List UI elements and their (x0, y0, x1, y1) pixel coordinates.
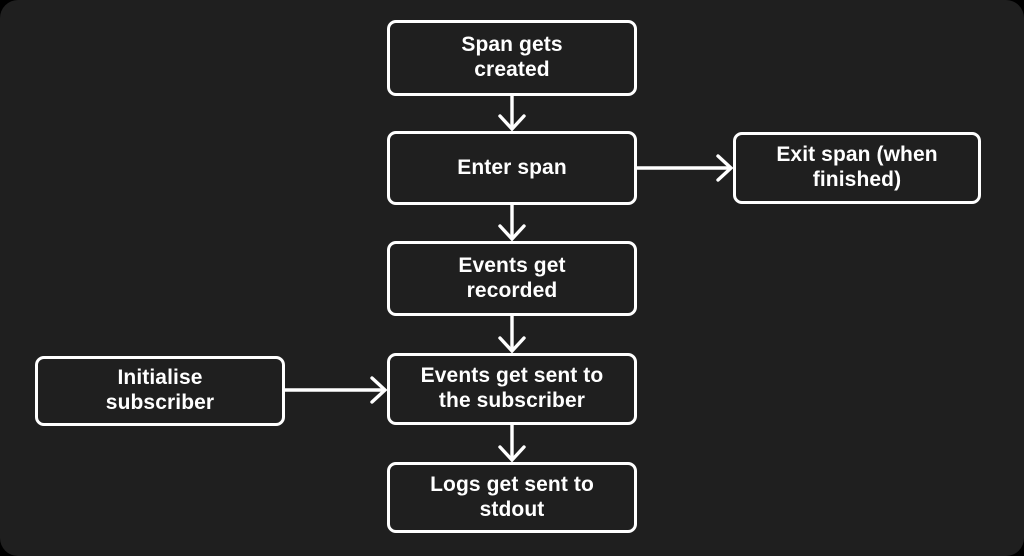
node-label-enter-span: Enter span (457, 155, 567, 179)
edge-span-created-to-enter-span (498, 96, 526, 132)
edge-events-sent-to-logs-stdout (498, 425, 526, 463)
edge-enter-span-to-events-recorded (498, 205, 526, 242)
node-label-events-get-sent-to-the-subscriber: Events get sent to the subscriber (420, 364, 604, 412)
node-label-logs-get-sent-to-stdout: Logs get sent to stdout (430, 472, 594, 521)
node-label-exit-span-when-finished: Exit span (when finished) (776, 143, 938, 191)
edge-events-recorded-to-events-sent (498, 316, 526, 354)
node-span-gets-created[interactable]: Span gets created (387, 20, 637, 96)
node-exit-span-when-finished[interactable]: Exit span (when finished) (733, 132, 981, 204)
edge-enter-span-to-exit-span (637, 154, 734, 182)
node-label-span-gets-created: Span gets created (461, 33, 563, 81)
node-enter-span[interactable]: Enter span (387, 131, 637, 205)
node-label-events-get-recorded: Events get recorded (458, 253, 566, 302)
node-logs-get-sent-to-stdout[interactable]: Logs get sent to stdout (387, 462, 637, 533)
node-initialise-subscriber[interactable]: Initialise subscriber (35, 356, 285, 426)
node-label-initialise-subscriber: Initialise subscriber (105, 366, 215, 414)
node-events-get-recorded[interactable]: Events get recorded (387, 241, 637, 316)
edge-initialise-subscriber-to-events-sent (285, 376, 388, 404)
node-events-get-sent-to-the-subscriber[interactable]: Events get sent to the subscriber (387, 353, 637, 425)
